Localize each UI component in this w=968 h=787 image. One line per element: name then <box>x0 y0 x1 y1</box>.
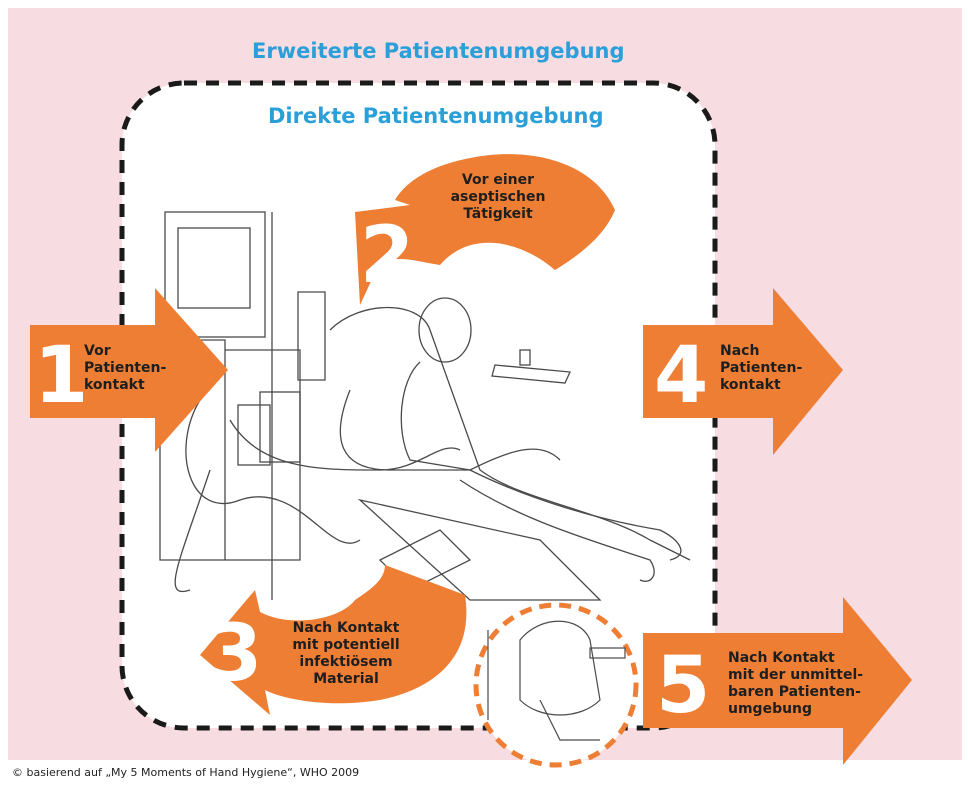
extended-zone-title: Erweiterte Patientenumgebung <box>252 39 625 63</box>
credit-text: © basierend auf „My 5 Moments of Hand Hy… <box>12 766 360 779</box>
patient-zone-inset-circle <box>473 602 639 768</box>
moment-5-label: Nach Kontakt mit der unmittel- baren Pat… <box>728 650 864 717</box>
moment-2-arrow <box>355 154 615 305</box>
moment-3-label: Nach Kontakt mit potentiell infektiösem … <box>292 620 400 687</box>
moment-1-number: 1 <box>34 331 88 421</box>
moment-4-number: 4 <box>654 331 708 421</box>
inset-chair-illustration <box>487 620 626 741</box>
moment-3-number: 3 <box>208 609 262 699</box>
moment-4-label: Nach Patienten- kontakt <box>720 343 803 393</box>
moment-4-arrow <box>643 288 843 455</box>
moment-1-arrow <box>30 288 228 452</box>
moment-5-arrow <box>643 597 912 765</box>
moment-3-arrow <box>200 565 467 715</box>
moment-5-number: 5 <box>656 641 710 731</box>
dialysis-scene-illustration <box>159 211 691 601</box>
direct-zone-title: Direkte Patientenumgebung <box>268 104 604 128</box>
moment-2-number: 2 <box>360 211 414 301</box>
moment-1-label: Vor Patienten- kontakt <box>84 343 167 393</box>
moment-2-label: Vor einer aseptischen Tätigkeit <box>450 172 546 222</box>
